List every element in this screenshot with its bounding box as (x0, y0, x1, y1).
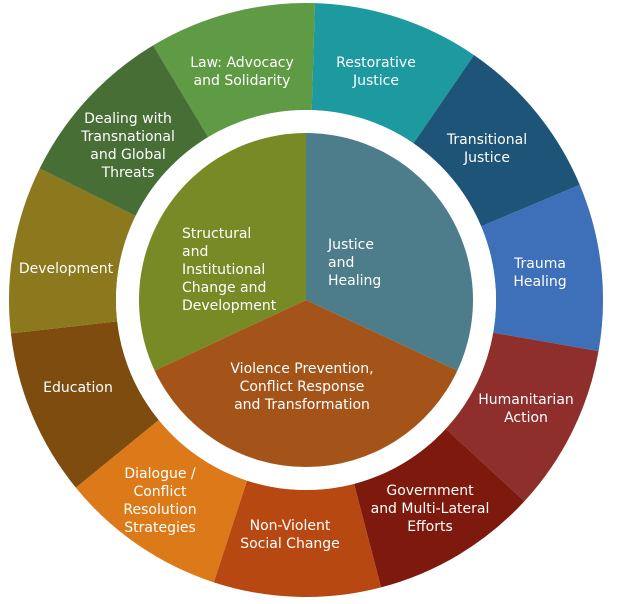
label-line: Education (43, 380, 113, 396)
label-line: Healing (328, 273, 381, 289)
outer-segment-label: Development (19, 261, 114, 277)
label-line: Trauma (513, 256, 566, 272)
outer-segment-label: Education (43, 380, 113, 396)
label-line: and Global (90, 147, 165, 163)
outer-segment (354, 428, 525, 588)
label-line: Conflict Response (240, 379, 365, 395)
label-line: Development (182, 298, 277, 314)
label-line: Humanitarian (478, 392, 574, 408)
label-line: Dealing with (84, 111, 172, 127)
label-line: and Solidarity (194, 73, 291, 89)
label-line: Efforts (407, 519, 453, 535)
outer-segment-label: Law: Advocacy and Solidarity (190, 55, 294, 89)
label-line: Dialogue / (124, 466, 196, 482)
label-line: Social Change (240, 536, 340, 552)
label-line: Institutional (182, 262, 265, 278)
label-line: and Transformation (234, 397, 370, 413)
label-line: and Multi-Lateral (371, 501, 490, 517)
label-line: Healing (513, 274, 566, 290)
inner-sector-label: Violence Prevention, Conflict Response and… (230, 361, 373, 413)
label-line: and (182, 244, 208, 260)
label-line: Transnational (80, 129, 175, 145)
label-line: Resolution (123, 502, 196, 518)
label-line: Violence Prevention, (230, 361, 373, 377)
outer-segment (311, 3, 475, 144)
outer-segment (10, 321, 159, 488)
label-line: Structural (182, 226, 251, 242)
outer-segment (153, 2, 315, 138)
label-line: Restorative (336, 55, 416, 71)
label-line: Change and (182, 280, 266, 296)
outer-segment (413, 55, 580, 227)
label-line: Justice (463, 150, 510, 166)
outer-segment (213, 480, 382, 598)
label-line: Transitional (446, 132, 527, 148)
inner-sector (154, 300, 458, 467)
label-line: Justice (352, 73, 399, 89)
outer-segment (39, 45, 209, 216)
outer-segment (8, 168, 136, 334)
label-line: Action (504, 410, 548, 426)
label-line: and (328, 255, 354, 271)
outer-segment (445, 332, 599, 502)
label-line: Conflict (133, 484, 187, 500)
label-line: Non-Violent (250, 518, 331, 534)
outer-segment (481, 184, 604, 352)
outer-segment (75, 420, 247, 583)
label-line: Government (386, 483, 474, 499)
label-line: Strategies (124, 520, 196, 536)
inner-sector (139, 133, 306, 371)
label-line: Justice (327, 237, 374, 253)
label-line: Threats (101, 165, 155, 181)
label-line: Development (19, 261, 114, 277)
label-line: Law: Advocacy (190, 55, 294, 71)
inner-sector (306, 133, 473, 371)
